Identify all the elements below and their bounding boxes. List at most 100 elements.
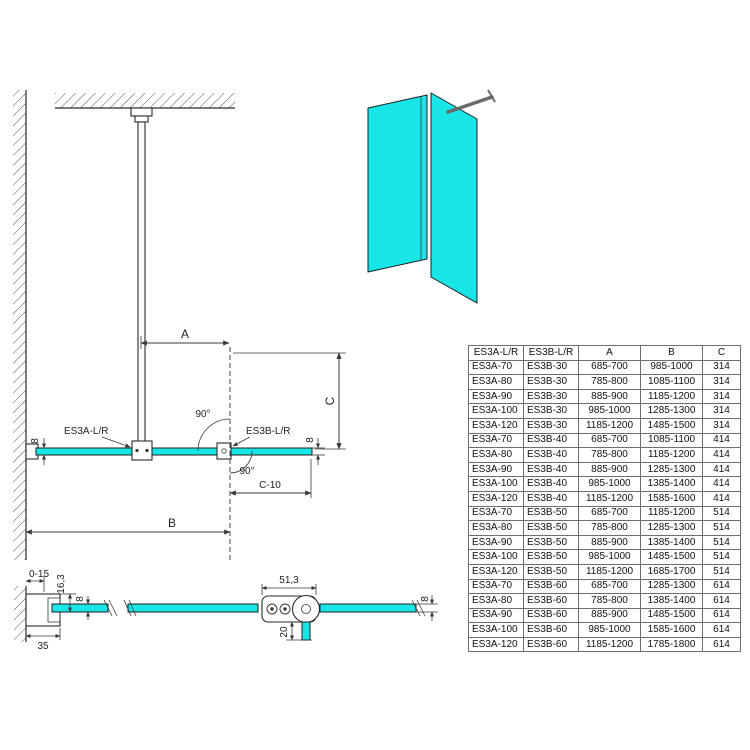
column-header: ES3B-L/R [523, 345, 579, 361]
table-cell: ES3B-50 [523, 505, 579, 522]
table-cell: 1185-1200 [640, 388, 703, 405]
thickness-dim-left: 8 [30, 438, 47, 465]
perspective-view [367, 89, 496, 304]
table-cell: ES3A-70 [468, 432, 524, 449]
table-cell: ES3A-120 [468, 636, 524, 653]
table-cell: ES3A-80 [468, 520, 524, 536]
glass-panel-plan [35, 447, 313, 456]
dim-c10-label: C-10 [259, 480, 281, 491]
table-cell: 614 [702, 578, 741, 595]
table-cell: ES3A-70 [468, 578, 524, 595]
column-header: B [640, 345, 703, 361]
table-cell: 785-800 [578, 447, 641, 463]
wall-profile-section [25, 593, 61, 627]
table-cell: ES3A-90 [468, 534, 524, 551]
column-header: ES3A-L/R [468, 345, 524, 361]
glass-section-mid-right [319, 603, 417, 613]
table-cell: 1385-1400 [640, 534, 703, 551]
glass-panel-small-3d [430, 92, 478, 304]
joint-section-detail: 51,3 20 8 [123, 575, 438, 641]
dim-glass-thickness-wall-label: 8 [75, 596, 86, 602]
thickness-left-label: 8 [30, 438, 41, 444]
perpendicular-panel-stub [301, 621, 311, 641]
table-cell: 685-700 [578, 359, 641, 376]
table-cell: ES3A-100 [468, 622, 524, 638]
dimension-c10: C-10 [229, 459, 312, 498]
table-cell: 985-1000 [578, 549, 641, 565]
dim-connector-width: 51,3 [261, 575, 317, 595]
dim-b-label: B [168, 516, 176, 530]
table-cell: 314 [702, 374, 741, 390]
table-cell: 614 [702, 636, 741, 653]
dim-adjust: 0-15 [25, 569, 49, 592]
break-mark-mid-left [123, 599, 137, 617]
screw-right-center [283, 607, 287, 611]
dim-glass-thickness-wall: 8 [75, 596, 91, 620]
column-header: C [702, 345, 741, 361]
table-cell: 414 [702, 461, 741, 478]
es3b-label: ES3B-L/R [246, 426, 290, 437]
table-cell: 785-800 [578, 374, 641, 390]
model-label-es3a: ES3A-L/R [64, 426, 131, 448]
table-cell: 414 [702, 490, 741, 507]
dimension-a: A [140, 327, 230, 349]
table-cell: ES3A-70 [468, 359, 524, 376]
screw-left-center [270, 607, 274, 611]
table-cell: 1585-1600 [640, 622, 703, 638]
dim-profile-width-label: 35 [37, 641, 49, 652]
table-cell: ES3B-60 [523, 622, 579, 638]
table-cell: ES3B-60 [523, 607, 579, 624]
table-cell: 985-1000 [578, 476, 641, 492]
dim-stub-depth-label: 20 [279, 626, 290, 638]
table-cell: ES3A-120 [468, 490, 524, 507]
dim-c-label: C [323, 396, 337, 405]
table-cell: 1085-1100 [640, 432, 703, 449]
plan-view: A C C-10 B 90° [13, 90, 346, 563]
wall-hatch-section [14, 586, 27, 642]
table-cell: 1285-1300 [640, 520, 703, 536]
table-cell: ES3B-60 [523, 578, 579, 595]
table-cell: ES3A-70 [468, 505, 524, 522]
table-cell: 1785-1800 [640, 636, 703, 653]
table-cell: 514 [702, 505, 741, 522]
table-cell: 885-900 [578, 461, 641, 478]
table-cell: 1185-1200 [578, 417, 641, 434]
table-cell: 1285-1300 [640, 403, 703, 419]
table-cell: 885-900 [578, 534, 641, 551]
table-cell: 314 [702, 403, 741, 419]
dimension-c: C [233, 352, 346, 450]
table-cell: 685-700 [578, 505, 641, 522]
table-cell: 685-700 [578, 432, 641, 449]
table-cell: 514 [702, 549, 741, 565]
table-cell: 885-900 [578, 388, 641, 405]
table-cell: ES3A-120 [468, 563, 524, 580]
table-cell: 1485-1500 [640, 417, 703, 434]
table-cell: ES3B-30 [523, 417, 579, 434]
table-cell: 1185-1200 [640, 505, 703, 522]
table-cell: ES3B-30 [523, 359, 579, 376]
table-cell: ES3B-50 [523, 534, 579, 551]
table-cell: 1185-1200 [578, 490, 641, 507]
glass-section-left [51, 603, 109, 613]
glass-section-mid-left [127, 603, 259, 613]
thickness-right-label: 8 [305, 437, 316, 443]
glass-panel-large-3d [367, 94, 428, 273]
table-cell: 514 [702, 563, 741, 580]
table-cell: 1285-1300 [640, 578, 703, 595]
dim-stub-depth: 20 [279, 621, 312, 641]
angle-marks: 90° 90° [195, 409, 254, 477]
table-cell: 885-900 [578, 607, 641, 624]
table-cell: ES3A-120 [468, 417, 524, 434]
screw-right [279, 603, 291, 615]
